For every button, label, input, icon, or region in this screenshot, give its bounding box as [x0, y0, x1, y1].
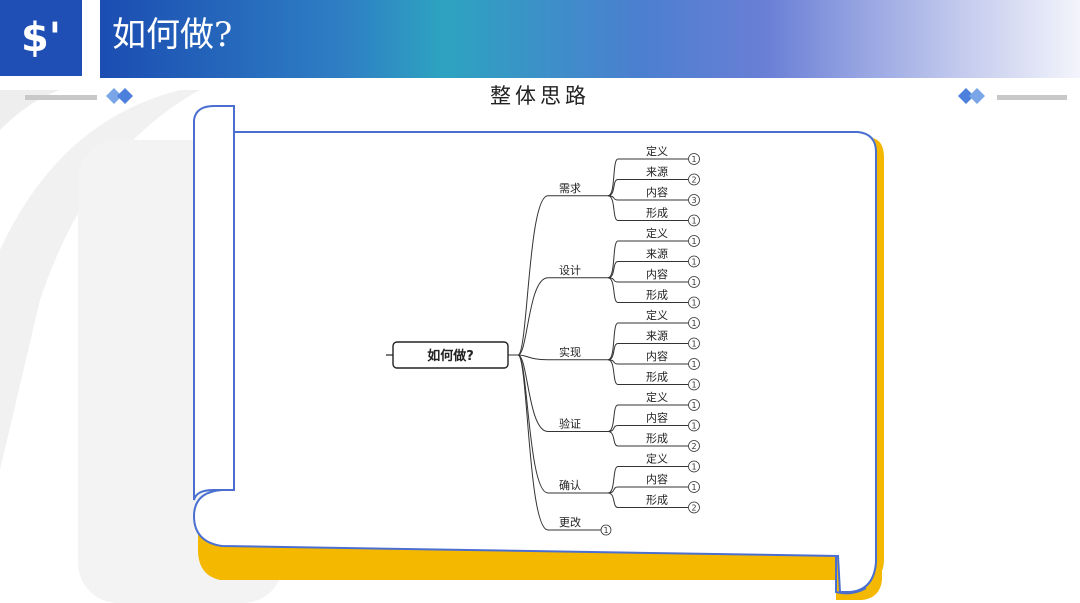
count-badge: [688, 501, 700, 514]
count-badge-text: 1: [691, 381, 696, 390]
count-badge: [688, 214, 700, 227]
logo: $': [0, 0, 82, 76]
count-badge: [688, 358, 700, 370]
leaf-connector: [607, 343, 619, 361]
leaf-connector: [607, 404, 619, 432]
count-badge-text: 1: [691, 217, 696, 226]
count-badge: [688, 378, 700, 391]
count-badge: [688, 419, 700, 432]
branch-connector: [517, 354, 549, 494]
leaf-label: 来源: [646, 165, 668, 179]
branch-label: 设计: [559, 264, 581, 277]
page-title: 如何做?: [112, 15, 233, 55]
leaf-connector: [607, 158, 619, 197]
count-badge-text: 1: [691, 237, 696, 246]
branch-connector: [517, 354, 549, 361]
count-badge: [688, 276, 700, 288]
leaf-connector: [607, 359, 619, 385]
leaf-label: 内容: [646, 349, 668, 363]
right-diamond-icon: [958, 88, 985, 104]
count-badge-text: 1: [691, 258, 696, 267]
count-badge-text: 1: [691, 401, 696, 410]
leaf-connector: [607, 466, 619, 494]
branch-connector: [517, 354, 549, 432]
leaf-label: 形成: [646, 494, 668, 507]
count-badge-text: 1: [691, 278, 696, 287]
leaf-connector: [607, 277, 619, 303]
leaf-label: 形成: [646, 371, 668, 384]
branch-connector: [517, 277, 549, 356]
leaf-label: 形成: [646, 289, 668, 302]
count-badge: [688, 296, 700, 309]
leaf-label: 形成: [646, 432, 668, 445]
leaf-connector: [607, 179, 619, 197]
count-badge-text: 1: [691, 360, 696, 369]
leaf-label: 定义: [646, 144, 668, 158]
branch-label: 验证: [559, 417, 581, 431]
right-divider: [997, 95, 1067, 100]
leaf-label: 来源: [646, 247, 668, 261]
leaf-label: 内容: [646, 472, 668, 486]
count-badge-text: 1: [691, 340, 696, 349]
count-badge-text: 2: [691, 442, 696, 451]
leaf-label: 内容: [646, 185, 668, 199]
count-badge: [688, 173, 700, 186]
leaf-connector: [607, 240, 619, 279]
count-badge-text: 2: [691, 504, 696, 513]
leaf-connector: [607, 261, 619, 279]
count-badge-text: 1: [691, 319, 696, 328]
branch-label: 确认: [559, 479, 581, 492]
count-badge-text: 1: [691, 463, 696, 472]
leaf-label: 定义: [646, 308, 668, 322]
count-badge-text: 2: [691, 176, 696, 185]
leaf-label: 定义: [646, 452, 668, 466]
count-badge: [600, 524, 612, 536]
count-badge: [688, 460, 700, 473]
count-badge-text: 1: [691, 155, 696, 164]
branch-connector: [517, 354, 549, 531]
leaf-label: 内容: [646, 267, 668, 281]
leaf-connector: [607, 322, 619, 361]
count-badge-text: 1: [691, 483, 696, 492]
branch-label: 需求: [559, 182, 581, 195]
count-badge: [688, 481, 700, 493]
count-badge: [688, 317, 700, 329]
leaf-label: 定义: [646, 226, 668, 240]
logo-text: $': [20, 15, 62, 61]
leaf-label: 定义: [646, 390, 668, 404]
left-divider: [25, 95, 97, 100]
count-badge-text: 1: [691, 422, 696, 431]
count-badge: [688, 337, 700, 350]
count-badge: [688, 255, 700, 268]
leaf-connector: [607, 195, 619, 221]
root-label: 如何做?: [427, 348, 474, 364]
branch-connector: [517, 195, 549, 356]
left-diamond-icon: [106, 88, 133, 104]
title-band: [100, 0, 1080, 78]
leaf-connector: [607, 431, 619, 447]
count-badge: [688, 399, 700, 411]
branch-label: 更改: [559, 515, 581, 529]
count-badge: [688, 440, 700, 452]
count-badge-text: 1: [603, 526, 608, 535]
count-badge: [688, 235, 700, 247]
count-badge-text: 1: [691, 299, 696, 308]
count-badge: [688, 194, 700, 206]
subtitle: 整体思路: [490, 84, 590, 108]
leaf-label: 来源: [646, 329, 668, 343]
count-badge: [688, 153, 700, 165]
branch-label: 实现: [559, 345, 581, 359]
leaf-connector: [607, 492, 619, 508]
count-badge-text: 3: [691, 196, 696, 205]
leaf-label: 内容: [646, 411, 668, 425]
leaf-label: 形成: [646, 207, 668, 220]
